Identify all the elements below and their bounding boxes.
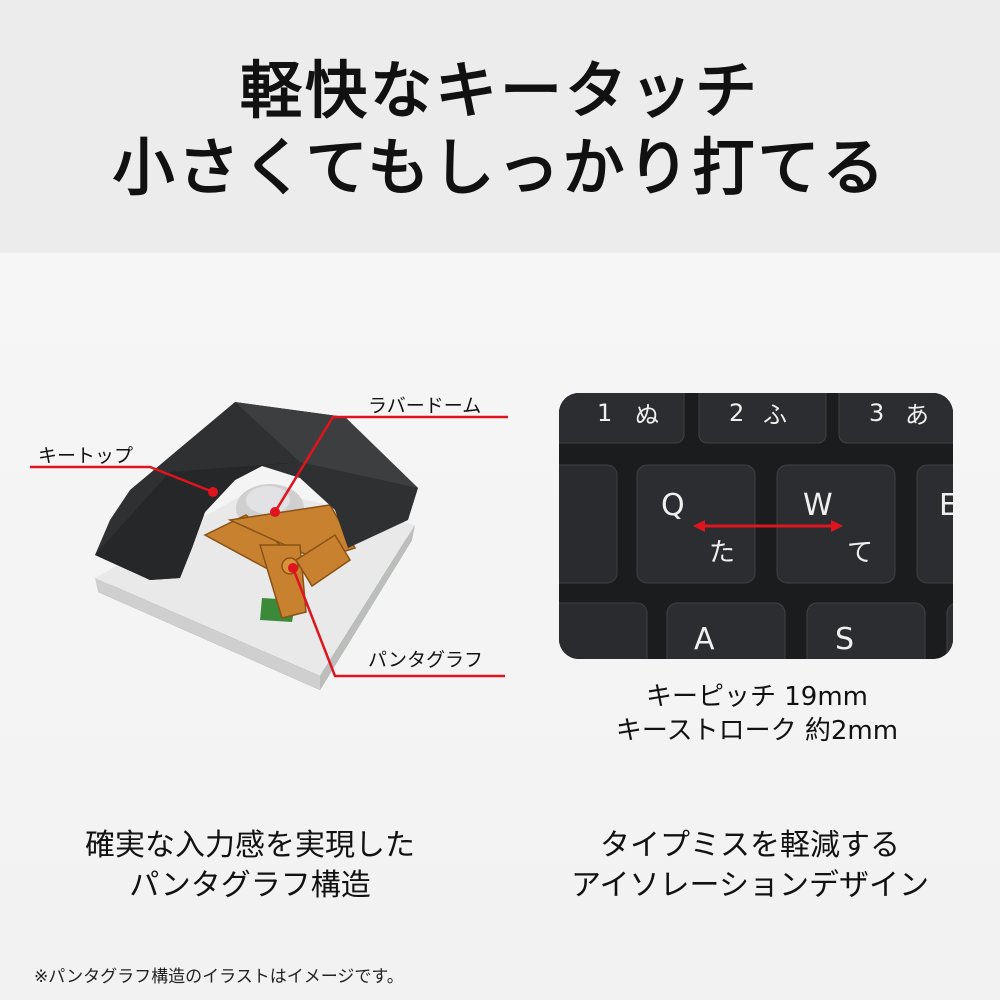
keycap <box>95 402 418 580</box>
key-e-legend: E <box>939 488 953 523</box>
callout-pantograph: パンタグラフ <box>368 649 483 671</box>
key-s-legend: S <box>835 622 854 657</box>
footnote: ※パンタグラフ構造のイラストはイメージです。 <box>34 967 404 987</box>
key-3: 3 あ <box>838 393 953 444</box>
key-2-legend: 2 <box>729 399 744 427</box>
key-e: E <box>916 464 953 584</box>
feature-right-line-1: タイプミスを軽減する <box>600 828 900 863</box>
feature-right-line-2: アイソレーションデザイン <box>571 868 929 903</box>
key-stroke-spec: キーストローク 約2mm <box>615 716 899 746</box>
headline-line-1: 軽快なキータッチ <box>239 54 760 127</box>
key-3-kana: あ <box>905 401 929 429</box>
key-s: S <box>806 602 926 659</box>
key-a: A <box>666 602 786 659</box>
header-banner: 軽快なキータッチ 小さくてもしっかり打てる <box>0 0 1000 253</box>
callout-keytop: キートップ <box>38 445 134 467</box>
key-1-kana: ぬ <box>635 401 659 429</box>
key-1: 1 ぬ <box>559 393 685 444</box>
key-pitch-arrow <box>693 520 843 532</box>
feature-left-line-1: 確実な入力感を実現した <box>85 828 415 863</box>
key-2-kana: ふ <box>763 401 787 429</box>
key-q-legend: Q <box>661 488 685 523</box>
key-w-legend: W <box>803 488 833 523</box>
key-w-kana: て <box>847 538 873 568</box>
headline-line-2: 小さくてもしっかり打てる <box>112 131 888 204</box>
pantograph-mechanism <box>203 504 357 619</box>
pantograph-key-illustration <box>30 402 508 690</box>
keyboard-closeup-photo: 1 ぬ 2 ふ 3 あ Q た W て E <box>559 393 953 659</box>
feature-left-line-2: パンタグラフ構造 <box>129 868 371 903</box>
key-a-legend: A <box>694 622 715 657</box>
key-pitch-spec: キーピッチ 19mm <box>645 682 868 712</box>
key-q-kana: た <box>709 538 735 568</box>
key-3-legend: 3 <box>869 399 884 427</box>
callout-rubber-dome: ラバードーム <box>368 395 482 417</box>
callout-lines <box>30 415 508 678</box>
key-2: 2 ふ <box>698 393 827 444</box>
key-q: Q た <box>636 464 756 584</box>
key-1-legend: 1 <box>597 399 612 427</box>
